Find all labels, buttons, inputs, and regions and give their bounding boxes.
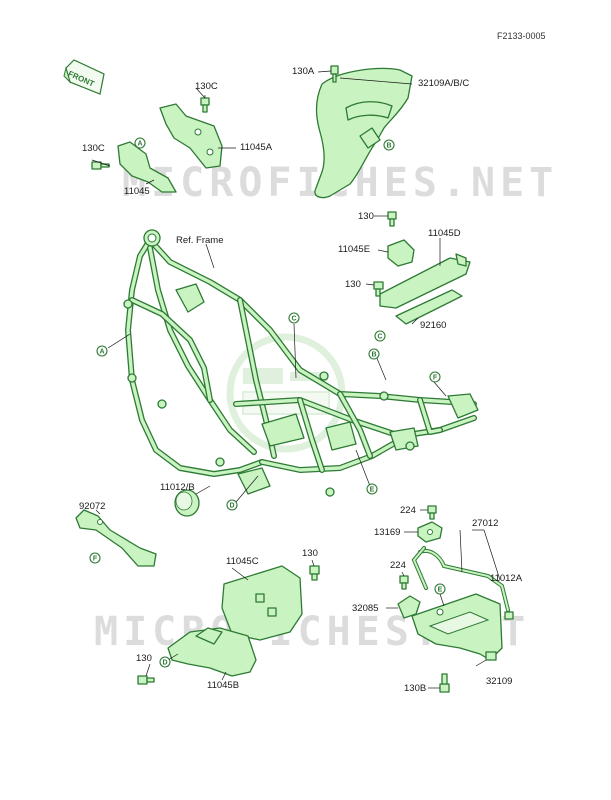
- front-arrow-icon: [63, 59, 105, 95]
- label-11045c: 11045C: [226, 556, 259, 567]
- label-11045a: 11045A: [240, 142, 273, 153]
- seat-cowl-part: [314, 67, 413, 199]
- label-130-bot: 130: [302, 548, 318, 559]
- label-11045e: 11045E: [338, 244, 371, 255]
- bracket-11045b-part: [167, 627, 257, 677]
- callout-b-frame: B: [368, 348, 380, 360]
- label-130-mid2: 130: [345, 279, 361, 290]
- label-11012b: 11012/B: [160, 482, 195, 493]
- bracket-11045e-part: [387, 239, 415, 267]
- holder-32109-part: [411, 593, 503, 661]
- callout-c-top: C: [374, 330, 386, 342]
- label-130b: 130B: [404, 683, 427, 694]
- rod-27012-part: [411, 546, 514, 620]
- callout-e-frame: E: [366, 483, 378, 495]
- label-130c-top: 130C: [195, 81, 218, 92]
- label-92160: 92160: [420, 320, 447, 331]
- callout-e-holder: E: [434, 583, 446, 595]
- label-130-mid: 130: [358, 211, 374, 222]
- svg-text:D: D: [229, 503, 234, 510]
- label-11012a: 11012A: [490, 573, 523, 584]
- label-224-top: 224: [400, 505, 416, 516]
- label-130-botleft: 130: [136, 653, 152, 664]
- callout-f-bracket: F: [89, 552, 101, 564]
- bolt-130a-icon: [330, 65, 339, 83]
- figure-code: F2133-0005: [497, 31, 546, 41]
- svg-text:B: B: [386, 143, 391, 150]
- label-11045: 11045: [124, 186, 150, 197]
- bolt-130-botleft-icon: [137, 675, 155, 685]
- plug-11012b-part: [174, 489, 200, 517]
- pad-92160-part: [395, 289, 463, 325]
- clamp-13169-part: [417, 521, 443, 543]
- label-32109: 32109: [486, 676, 513, 687]
- svg-text:E: E: [438, 587, 443, 594]
- svg-text:B: B: [371, 352, 376, 359]
- callout-d-bracket: D: [159, 656, 171, 668]
- cover-11045c-part: [221, 565, 303, 641]
- bolt-130b-icon: [439, 673, 450, 693]
- label-11045b: 11045B: [207, 680, 240, 691]
- label-130a: 130A: [292, 66, 315, 77]
- bolt-130-mid2-icon: [373, 281, 384, 297]
- label-11045d: 11045D: [428, 228, 461, 239]
- svg-text:D: D: [162, 660, 167, 667]
- bolt-224-bot-icon: [399, 575, 409, 590]
- bracket-11045-part: [117, 141, 177, 193]
- bolt-130c-top-icon: [200, 97, 210, 113]
- clamp-32085-part: [397, 595, 421, 619]
- callout-a-top: A: [134, 137, 146, 149]
- callout-b-top: B: [383, 139, 395, 151]
- label-ref-frame: Ref. Frame: [176, 235, 224, 246]
- label-13169: 13169: [374, 527, 401, 538]
- callout-a-frame: A: [96, 345, 108, 357]
- label-224-bot: 224: [390, 560, 406, 571]
- bolt-130-bot-icon: [309, 565, 320, 581]
- label-130c-left: 130C: [82, 143, 105, 154]
- svg-text:C: C: [377, 334, 382, 341]
- svg-text:A: A: [137, 141, 142, 148]
- main-frame-part: [123, 229, 479, 497]
- svg-text:C: C: [291, 316, 296, 323]
- bracket-92072-part: [75, 509, 157, 567]
- bolt-130-mid-icon: [387, 211, 397, 227]
- label-32109abc: 32109A/B/C: [418, 78, 470, 89]
- callout-f-frame: F: [429, 371, 441, 383]
- callout-d-frame: D: [226, 499, 238, 511]
- plate-11045d-part: [379, 253, 471, 309]
- svg-text:F: F: [433, 375, 438, 382]
- svg-text:E: E: [370, 487, 375, 494]
- bolt-224-top-icon: [427, 505, 437, 520]
- label-27012: 27012: [472, 518, 499, 529]
- svg-text:A: A: [99, 349, 104, 356]
- label-92072: 92072: [79, 501, 106, 512]
- label-32085: 32085: [352, 603, 379, 614]
- bracket-11045a-part: [159, 103, 223, 169]
- svg-text:F: F: [93, 556, 98, 563]
- callout-c-frame: C: [288, 312, 300, 324]
